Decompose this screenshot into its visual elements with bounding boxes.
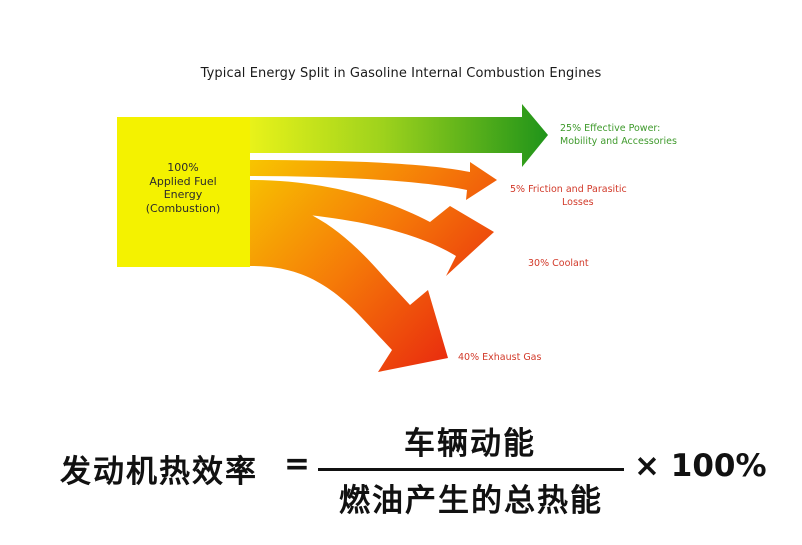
fuel-energy-block — [117, 117, 250, 267]
coolant-flow — [250, 180, 494, 276]
formula-numerator: 车辆动能 — [404, 426, 536, 462]
exhaust-flow — [250, 200, 448, 372]
fuel-energy-label-line: Energy — [163, 188, 203, 201]
friction-label: 5% Friction and Parasitic Losses — [510, 184, 660, 209]
formula-equals: = — [284, 446, 310, 482]
friction-flow — [250, 160, 497, 200]
coolant-label: 30% Coolant — [528, 258, 589, 271]
fuel-energy-label: 100% Applied Fuel Energy (Combustion) — [118, 161, 248, 215]
power-label-line: Mobility and Accessories — [560, 135, 677, 147]
exhaust-label-line: 40% Exhaust Gas — [458, 352, 542, 363]
formula-multiplier: × 100% — [634, 448, 767, 484]
formula-denominator: 燃油产生的总热能 — [339, 483, 603, 519]
friction-label-line: 5% Friction and Parasitic — [510, 184, 627, 195]
formula-lhs: 发动机热效率 — [60, 454, 258, 490]
power-label-line: 25% Effective Power: — [560, 123, 661, 134]
fuel-energy-label-line: (Combustion) — [145, 201, 221, 215]
power-flow — [248, 104, 548, 167]
fraction-bar — [318, 468, 624, 471]
diagram-title: Typical Energy Split in Gasoline Interna… — [200, 66, 602, 81]
power-label: 25% Effective Power: Mobility and Access… — [560, 123, 677, 148]
friction-label-line: Losses — [562, 196, 594, 208]
fuel-energy-label-line: 100% — [167, 161, 199, 174]
fuel-energy-label-line: Applied Fuel — [149, 174, 217, 188]
exhaust-label: 40% Exhaust Gas — [458, 352, 541, 365]
coolant-label-line: 30% Coolant — [528, 258, 589, 269]
